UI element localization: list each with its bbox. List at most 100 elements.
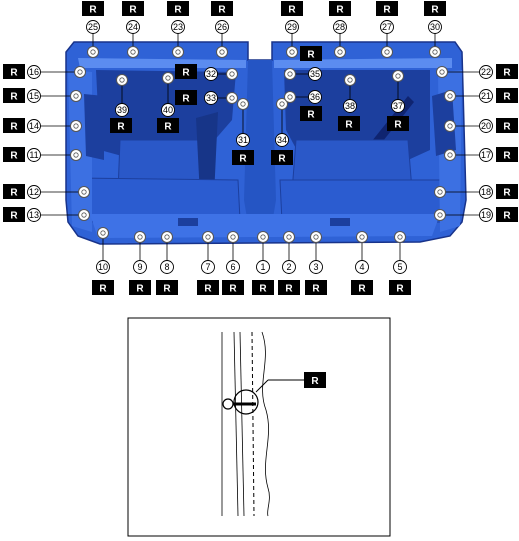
svg-text:R: R xyxy=(10,188,18,199)
right-armrest-hook xyxy=(432,90,456,156)
svg-text:R: R xyxy=(239,154,247,165)
replace-badge: R xyxy=(175,90,197,105)
callout-circle xyxy=(160,260,174,274)
callout-circle xyxy=(161,103,175,117)
clip-callout-37: 37R xyxy=(387,70,409,131)
svg-text:R: R xyxy=(174,5,182,16)
callout-circle xyxy=(204,67,218,81)
panel-slot-right xyxy=(330,218,350,226)
callout-circle xyxy=(115,103,129,117)
callout-circle xyxy=(282,260,296,274)
clip-callout-21: 21 R xyxy=(444,88,518,103)
callout-circle xyxy=(201,260,215,274)
callout-circle xyxy=(479,119,493,133)
callout-circle xyxy=(333,20,347,34)
clip-callout-28: 28R xyxy=(329,1,351,58)
replace-badge: R xyxy=(300,46,322,61)
svg-text:R: R xyxy=(503,68,511,79)
svg-text:R: R xyxy=(307,50,315,61)
clip-icon xyxy=(78,209,90,221)
svg-text:R: R xyxy=(503,92,511,103)
panel-top-ledge xyxy=(78,58,452,68)
clip-callout-1: 1R xyxy=(252,231,274,295)
svg-text:R: R xyxy=(394,120,402,131)
replace-badge: R xyxy=(211,1,233,16)
replace-badge: R xyxy=(175,64,197,79)
replace-badge: R xyxy=(3,88,25,103)
clip-icon xyxy=(226,68,238,80)
svg-text:R: R xyxy=(218,5,226,16)
svg-text:R: R xyxy=(129,5,137,16)
callout-circle xyxy=(96,260,110,274)
replace-badge: R xyxy=(338,116,360,131)
callout-number: 23 xyxy=(173,22,183,32)
clip-icon xyxy=(284,91,296,103)
panel-bottom-strip xyxy=(90,214,440,238)
clip-icon xyxy=(97,227,109,239)
replace-badge: R xyxy=(3,147,25,162)
callout-number: 16 xyxy=(29,67,39,77)
inset-dashed-line xyxy=(251,331,255,517)
clip-callout-34: 34R xyxy=(271,98,293,165)
svg-text:R: R xyxy=(285,284,293,295)
callout-circle xyxy=(479,148,493,162)
clip-icon xyxy=(74,66,86,78)
clip-icon xyxy=(134,231,146,243)
clip-icon xyxy=(172,46,184,58)
replace-badge: R xyxy=(496,147,518,162)
replace-badge: R xyxy=(496,88,518,103)
svg-text:R: R xyxy=(117,122,125,133)
callout-circle xyxy=(275,133,289,147)
callout-circle xyxy=(27,119,41,133)
replace-badge: R xyxy=(222,280,244,295)
callout-number: 4 xyxy=(359,262,364,272)
callout-circle xyxy=(393,260,407,274)
clip-icon xyxy=(444,90,456,102)
clip-callout-39: 39R xyxy=(110,74,132,133)
callout-number: 26 xyxy=(217,22,227,32)
svg-text:R: R xyxy=(383,5,391,16)
svg-text:R: R xyxy=(163,284,171,295)
clip-icon xyxy=(429,46,441,58)
replace-badge: R xyxy=(3,184,25,199)
clip-callout-26: 26 R xyxy=(211,1,233,58)
callout-circle xyxy=(308,67,322,81)
callout-circle xyxy=(236,133,250,147)
clip-callout-7: 7R xyxy=(197,231,219,295)
clip-icon xyxy=(116,74,128,86)
replace-badge: R xyxy=(496,118,518,133)
panel-slot-left xyxy=(178,218,198,226)
callout-circle xyxy=(27,208,41,222)
inset-clip-highlight xyxy=(233,389,259,415)
left-armrest-hook xyxy=(84,94,104,160)
callout-circle xyxy=(204,91,218,105)
svg-text:R: R xyxy=(182,68,190,79)
callout-circle xyxy=(308,90,322,104)
clip-callout-24: 24R xyxy=(122,1,144,58)
callout-circle xyxy=(171,20,185,34)
callout-circle xyxy=(27,89,41,103)
clip-icon xyxy=(310,231,322,243)
svg-text:R: R xyxy=(396,284,404,295)
clip-callout-40: 40R xyxy=(157,72,179,133)
replace-badge: R xyxy=(496,207,518,222)
replace-badge: R xyxy=(3,64,25,79)
callout-number: 18 xyxy=(481,187,491,197)
replace-badge: R xyxy=(351,280,373,295)
svg-text:R: R xyxy=(204,284,212,295)
clip-icon xyxy=(344,74,356,86)
clip-callout-10: 10R xyxy=(92,227,114,295)
callout-number: 1 xyxy=(260,262,265,272)
clip-icon xyxy=(286,46,298,58)
replace-badge: R xyxy=(129,280,151,295)
inset-clip-head xyxy=(222,398,234,410)
svg-text:R: R xyxy=(311,376,319,387)
callout-circle xyxy=(27,65,41,79)
svg-text:R: R xyxy=(288,5,296,16)
callout-number: 21 xyxy=(481,91,491,101)
clip-callouts: 25R24R23R26R29R28R27R30R16R15R14R11R12R1… xyxy=(3,1,518,295)
svg-text:R: R xyxy=(164,122,172,133)
